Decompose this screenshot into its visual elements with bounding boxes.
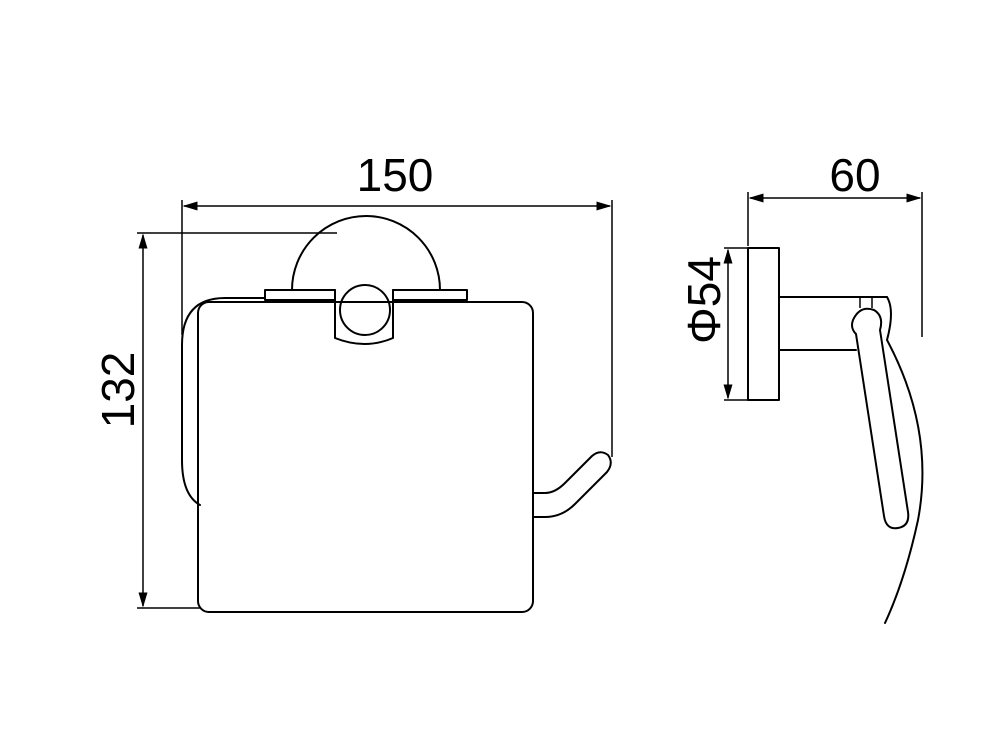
width-label: 150 — [357, 149, 434, 201]
top-bar — [264, 289, 468, 301]
width-dimension: 150 — [181, 149, 613, 457]
depth-label: 60 — [829, 149, 880, 201]
depth-dimension: 60 — [747, 149, 923, 337]
height-dimension: 132 — [92, 232, 337, 609]
height-label: 132 — [92, 352, 144, 429]
hinged-arm — [851, 307, 910, 530]
paper-roll — [181, 297, 266, 506]
stem — [778, 296, 888, 351]
hook-arm — [532, 451, 612, 518]
paper-curve — [884, 296, 924, 624]
diameter-dimension: Φ54 — [678, 247, 748, 401]
side-view: 60 Φ54 — [678, 149, 924, 624]
diameter-label: Φ54 — [678, 256, 730, 344]
knob-bracket — [334, 289, 394, 345]
cover-plate — [197, 301, 534, 613]
base-plate — [747, 247, 780, 401]
knob — [339, 284, 391, 336]
wall-disc — [291, 215, 441, 291]
front-view: 150 132 — [92, 149, 613, 613]
